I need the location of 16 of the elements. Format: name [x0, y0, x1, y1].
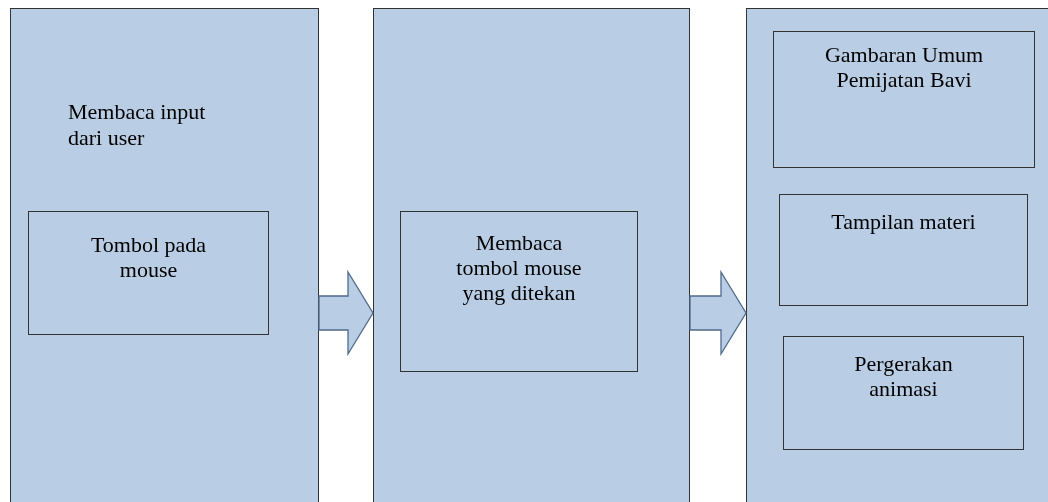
process-box	[783, 336, 1024, 450]
process-panel	[373, 8, 690, 502]
box-label: Gambaran Umum Pemijatan Bavi	[823, 42, 985, 92]
process-box	[400, 211, 638, 372]
box-label: Membaca tombol mouse yang ditekan	[455, 230, 583, 305]
process-panel	[10, 8, 319, 502]
box-label: Tombol pada mouse	[89, 232, 208, 282]
panel-heading: Membaca input dari user	[68, 99, 207, 151]
process-box	[28, 211, 269, 335]
box-label: Pergerakan animasi	[853, 351, 954, 401]
process-panel	[746, 8, 1048, 502]
block-arrow	[318, 269, 374, 357]
process-box	[779, 194, 1028, 306]
process-box	[773, 31, 1035, 168]
block-arrow	[689, 269, 747, 357]
box-label: Tampilan materi	[831, 209, 976, 234]
